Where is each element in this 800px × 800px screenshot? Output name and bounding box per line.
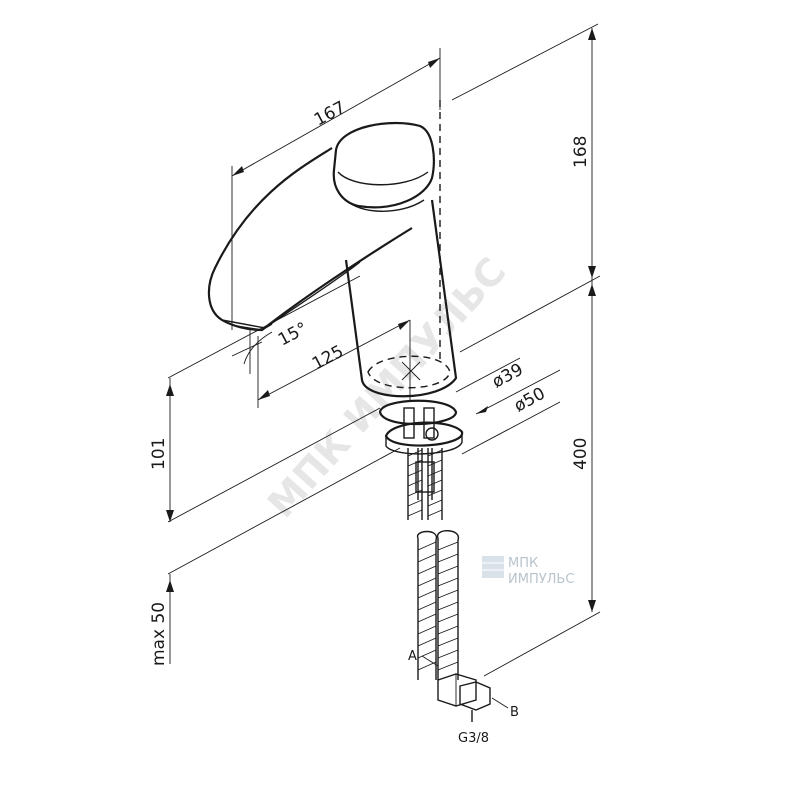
dim-400: 400: [571, 438, 591, 470]
dim-168: 168: [571, 136, 591, 168]
braided-hoses: [407, 448, 491, 722]
dimension-lines: [166, 23, 601, 709]
label-thread-g38: G3/8: [458, 731, 489, 746]
label-hose-a: A: [408, 649, 417, 664]
dim-max-50: max 50: [149, 602, 169, 666]
label-hose-b: B: [510, 705, 519, 720]
faucet-body: [207, 100, 458, 400]
watermark-logo-line2: ИМПУЛЬС: [508, 572, 574, 587]
watermark-logo: МПК ИМПУЛЬС: [482, 556, 574, 587]
dim-angle-15: 15°: [275, 319, 311, 351]
dim-167: 167: [311, 98, 349, 131]
mounting-parts: [378, 399, 464, 500]
dim-diameter-39: ø39: [489, 360, 527, 393]
watermark-diagonal: МПК ИМПУЛЬС: [259, 249, 515, 526]
watermark-logo-line1: МПК: [508, 556, 538, 571]
dim-101: 101: [149, 438, 169, 470]
dim-125: 125: [309, 342, 347, 375]
